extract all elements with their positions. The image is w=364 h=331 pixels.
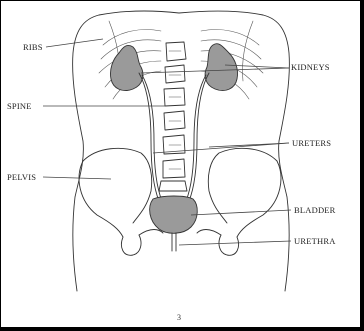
label-spine: SPINE xyxy=(7,101,32,111)
right-kidney xyxy=(205,44,237,91)
label-pelvis: PELVIS xyxy=(7,172,36,182)
diagram-sheet: RIBS KIDNEYS SPINE URETERS PELVIS BLADDE… xyxy=(1,1,360,327)
label-bladder: BLADDER xyxy=(294,205,336,215)
urethra xyxy=(172,233,176,251)
label-ureters: URETERS xyxy=(292,138,331,148)
spine xyxy=(159,42,187,191)
bladder xyxy=(150,196,198,233)
page-number: 3 xyxy=(177,313,181,322)
urinary-system-diagram: RIBS KIDNEYS SPINE URETERS PELVIS BLADDE… xyxy=(1,1,360,327)
ureters xyxy=(139,73,209,201)
label-ribs: RIBS xyxy=(23,42,43,52)
label-urethra: URETHRA xyxy=(294,236,336,246)
label-kidneys: KIDNEYS xyxy=(291,62,330,72)
